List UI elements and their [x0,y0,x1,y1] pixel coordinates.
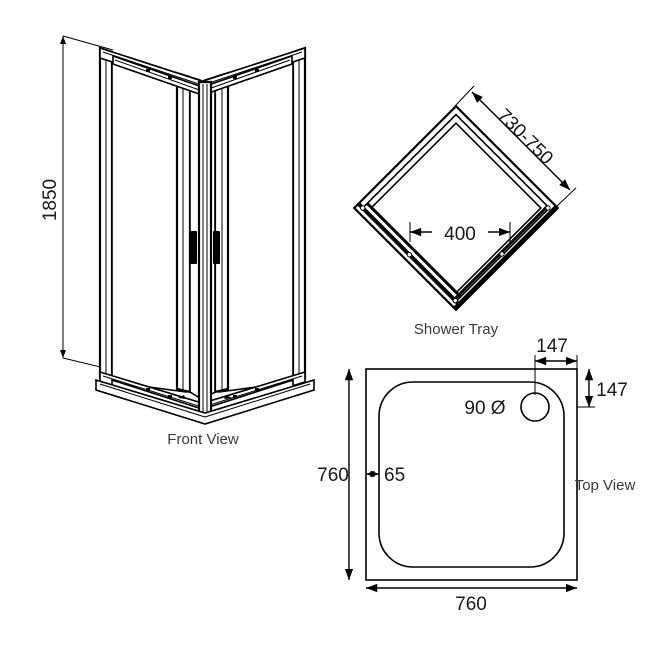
top-view-group: 90 Ø 760 760 65 147 [317,336,635,615]
depth-dimension-760: 760 [317,369,354,580]
base-foot-left [178,395,186,399]
front-view-base-tray [95,378,315,425]
tray-mid-bracket-right [499,251,505,257]
tray-dim-ext-b [555,187,577,208]
drain-offset-x-dimension-147: 147 [534,336,578,395]
tray-inner-frame [370,122,542,294]
left-rail-bracket-1 [146,69,150,72]
left-rail-bracket-2 [168,76,172,79]
corner-post [197,80,213,422]
opening-dimension-value: 400 [444,224,476,245]
tray-rail-right [453,205,558,310]
right-rail-bracket-3 [255,388,259,391]
drain-hole [520,392,550,422]
base-tray-front-face [95,378,315,425]
bottom-rail-left-line1 [102,375,206,409]
top-view-label: Top View [575,477,636,494]
drain-offset-y-dimension-147: 147 [577,369,628,408]
opening-label-backdrop [432,217,488,245]
depth-dimension-value: 760 [317,465,349,486]
left-side-panel [98,46,206,422]
corner-post-body [197,80,213,422]
base-tray-line-left [99,383,206,418]
top-rail-left-line2 [114,59,206,93]
width-dimension-760: 760 [366,583,577,615]
tray-dim-line [471,91,571,191]
base-foot-right [224,395,232,399]
tray-rail-bottom-inner [366,202,462,298]
tray-dim-ext-a [454,85,475,107]
right-rail-bracket-2 [233,76,237,79]
top-rail-right-line2 [199,59,291,93]
tray-corner-bracket-3 [545,205,551,211]
tray-corner-bracket-2 [452,297,458,304]
bottom-rail-right-line1 [199,375,303,409]
left-fixed-glass [111,50,187,393]
offset-y-dimension-value: 147 [596,380,628,401]
offset-x-dimension-value: 147 [536,336,568,357]
height-ext-top [62,35,114,51]
drain-diameter-label: 90 Ø [464,398,505,419]
right-fixed-glass [218,50,294,393]
tray-opening-dimension-400: 400 [409,217,511,245]
right-rail-bracket-4 [233,395,237,398]
right-rail-bracket-1 [255,69,259,72]
left-rail-bracket-4 [168,395,172,398]
front-view-label: Front View [167,431,239,448]
left-rail-bracket-3 [146,388,150,391]
rim-dimension-65: 65 [366,465,405,486]
shower-tray-label: Shower Tray [414,321,499,338]
height-dimension-value: 1850 [40,179,61,221]
tray-mid-bracket-bottom [406,251,413,258]
right-door-handle[interactable] [213,231,220,264]
front-view-group: Front View 1850 [40,35,315,448]
width-dimension-value: 760 [455,594,487,615]
base-tray-line-right [204,383,311,418]
rim-dimension-value: 65 [384,465,405,486]
tray-corner-bracket-1 [359,205,366,211]
left-door-handle[interactable] [190,231,197,264]
shower-tray-plan-group: 730-750 400 Shower Tray [352,85,577,338]
